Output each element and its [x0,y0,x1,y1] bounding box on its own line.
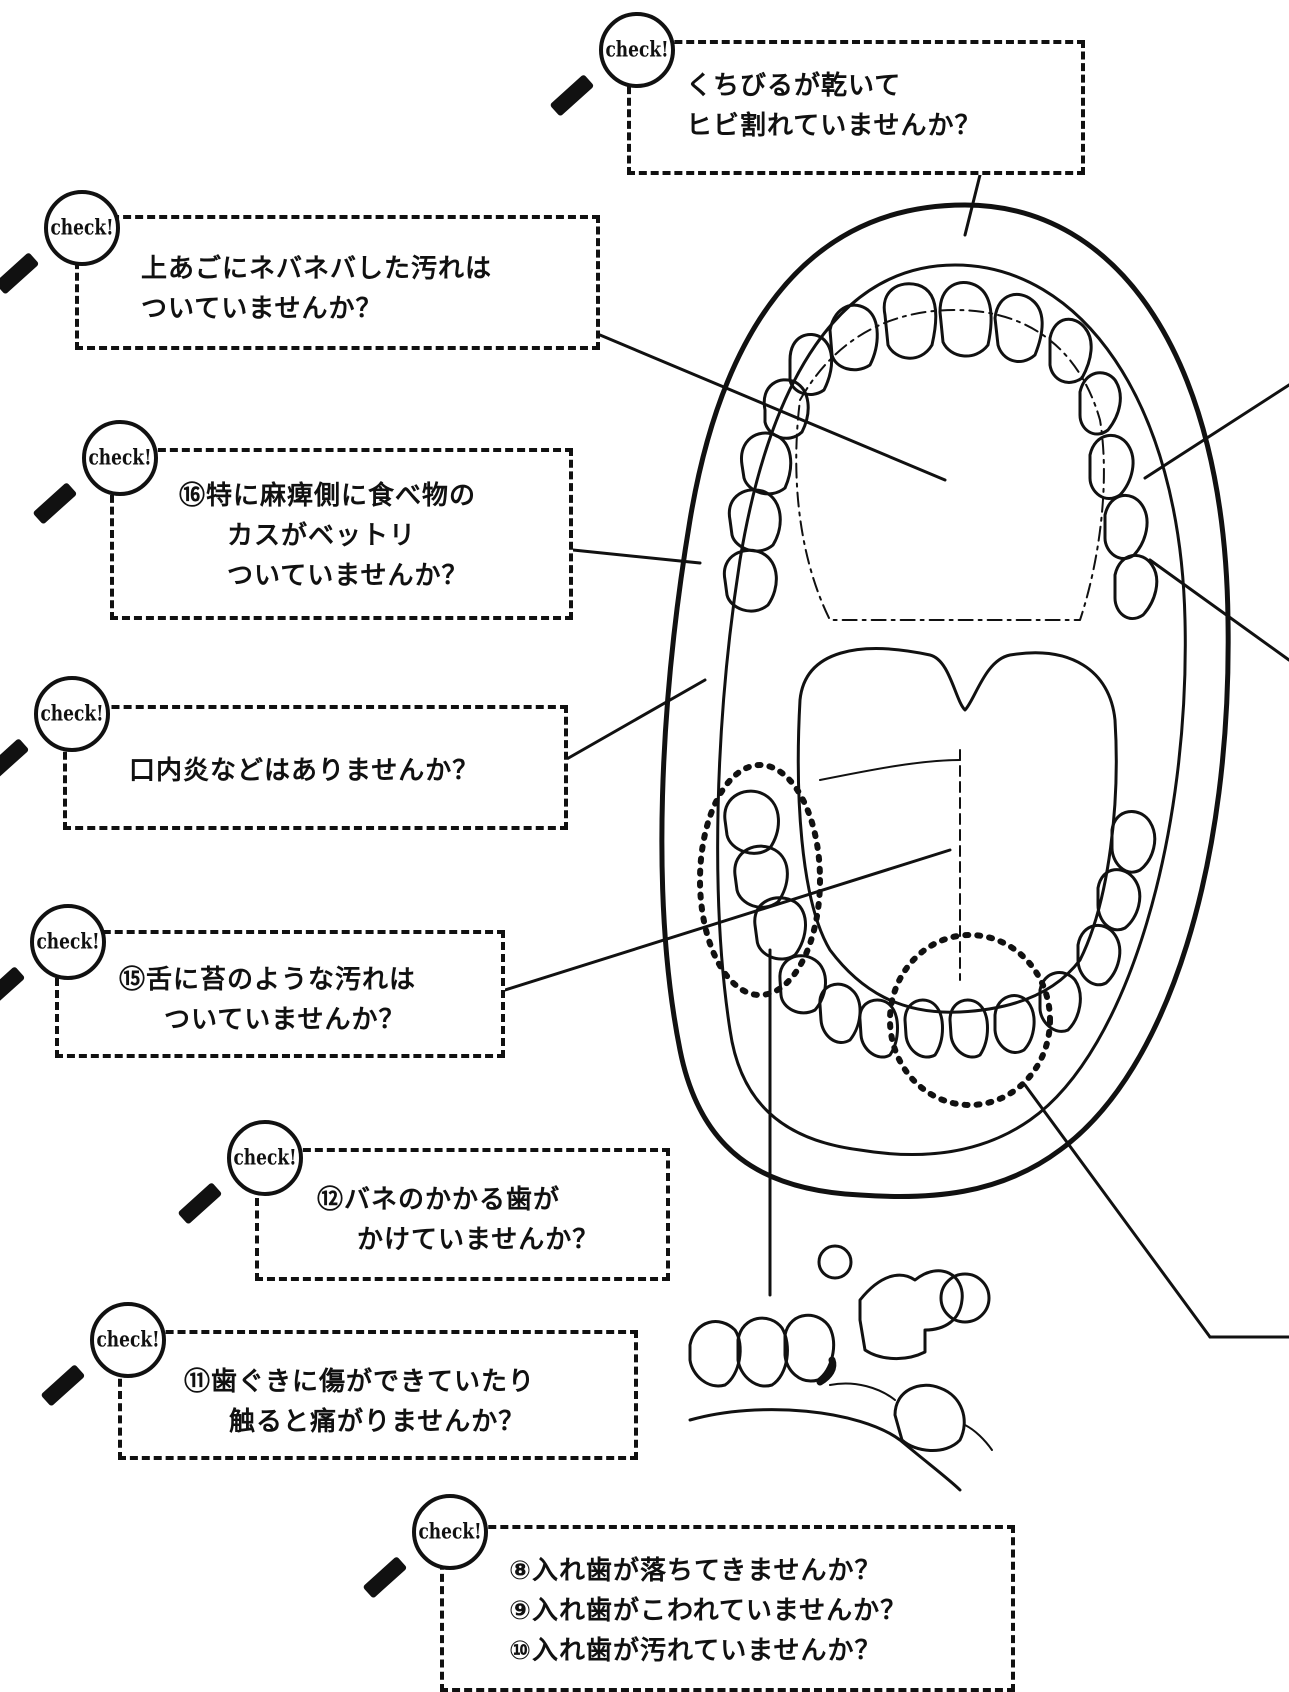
callout-clasp-line-2: かけていませんか？ [357,1225,600,1255]
callout-tongue: ⑮舌に苔のような汚れは ついていませんか？ [55,930,505,1058]
check-badge-palate: check! [0,190,132,310]
highlight-molars [697,762,823,998]
check-badge-clasp: check! [177,1120,315,1240]
leader-lines [503,173,1289,1339]
lower-teeth [723,789,1157,1059]
callout-palate-line-1: 上あごにネバネバした汚れは [141,254,493,284]
tongue [796,647,1118,1014]
callout-clasp-tooth: ⑫バネのかかる歯が かけていませんか？ [255,1148,670,1281]
callout-palate: 上あごにネバネバした汚れは ついていませんか？ [75,215,600,350]
callout-denture: ⑧入れ歯が落ちてきませんか？ ⑨入れ歯がこわれていませんか？ ⑩入れ歯が汚れてい… [440,1525,1015,1692]
callout-denture-line-2: ⑨入れ歯がこわれていませんか？ [509,1596,908,1626]
callout-paralysis-line-1: ⑯特に麻痺側に食べ物の [179,481,477,511]
callout-lips-line-1: くちびるが乾いて [686,71,902,101]
check-badge-denture: check! [362,1494,500,1614]
check-badge-paralysis: check! [32,420,170,540]
callout-tongue-line-1: ⑮舌に苔のような汚れは [119,965,417,995]
callout-clasp-line-1: ⑫バネのかかる歯が [317,1185,561,1215]
callout-paralysis-line-2: カスがベットリ [227,521,417,551]
callout-paralysis-line-3: ついていませんか？ [227,561,469,591]
callout-lips-line-2: ヒビ割れていませんか？ [686,111,982,141]
callout-stomatitis-line-1: 口内炎などはありませんか？ [129,756,480,786]
check-badge-gums: check! [40,1302,178,1422]
callout-gums: ⑪歯ぐきに傷ができていたり 触ると痛がりませんか？ [118,1330,638,1460]
callout-tongue-line-2: ついていませんか？ [164,1005,406,1035]
callout-gums-line-1: ⑪歯ぐきに傷ができていたり [184,1367,536,1397]
highlight-front-teeth [887,932,1053,1108]
denture-illustration [688,1244,993,1492]
check-badge-tongue: check! [0,904,118,1024]
callout-denture-line-1: ⑧入れ歯が落ちてきませんか？ [509,1556,882,1586]
outer-lips [659,202,1231,1200]
callout-stomatitis: 口内炎などはありませんか？ [63,705,568,830]
callout-gums-line-2: 触ると痛がりませんか？ [229,1407,526,1437]
check-badge-stomatitis: check! [0,676,122,796]
upper-teeth [722,280,1159,621]
palate [795,309,1105,621]
check-badge-lips: check! [549,12,687,132]
callout-palate-line-2: ついていませんか？ [141,294,383,324]
callout-denture-line-3: ⑩入れ歯が汚れていませんか？ [509,1636,882,1666]
inner-mouth [716,263,1187,1157]
callout-lips: くちびるが乾いて ヒビ割れていませんか？ [627,40,1085,175]
callout-paralysis-side: ⑯特に麻痺側に食べ物の カスがベットリ ついていませんか？ [110,448,573,620]
